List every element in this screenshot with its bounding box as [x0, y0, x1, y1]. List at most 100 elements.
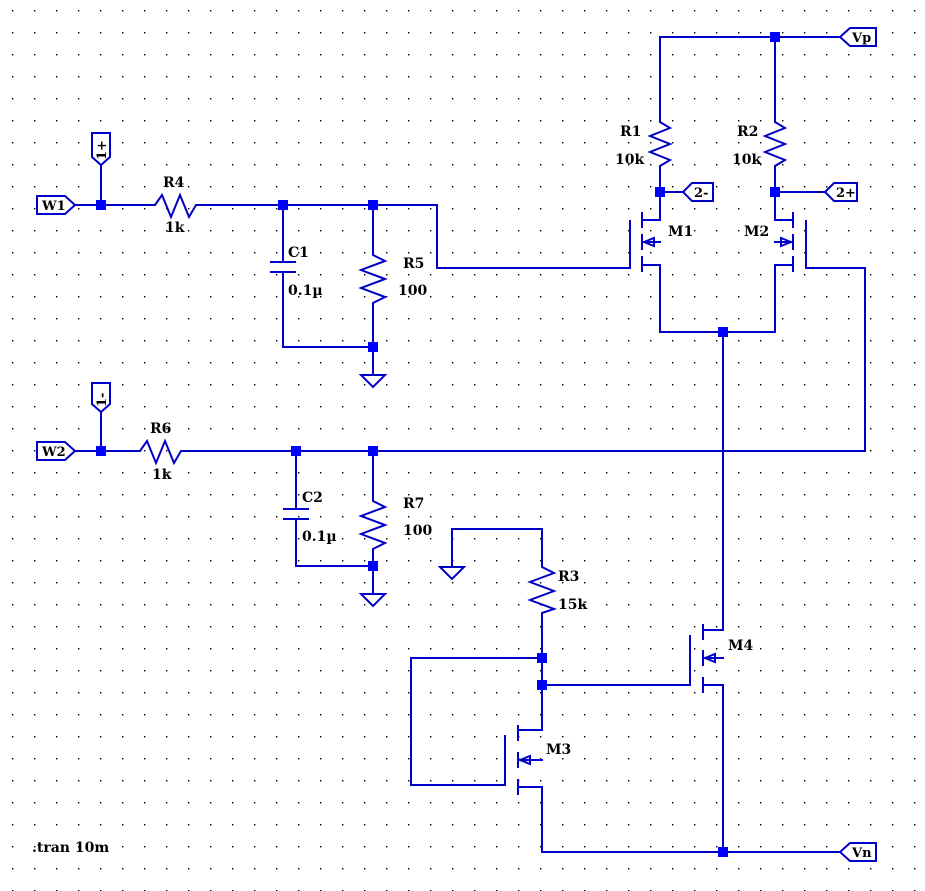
junction-r5-gnd [368, 342, 378, 352]
grid-dot [342, 582, 344, 584]
grid-dot [276, 32, 278, 34]
grid-dot [760, 296, 762, 298]
wire-r6-node[interactable] [184, 267, 866, 452]
grid-dot [848, 868, 850, 870]
grid-dot [12, 428, 14, 430]
grid-dot [34, 582, 36, 584]
grid-dot [342, 472, 344, 474]
spice-directive[interactable]: .tran 10m [32, 840, 109, 856]
grid-dot [848, 252, 850, 254]
resistor-r1[interactable] [647, 110, 673, 172]
net-flag-1minus[interactable]: 1- [91, 382, 111, 414]
net-flag-2plus[interactable]: 2+ [823, 182, 858, 202]
grid-dot [914, 494, 916, 496]
grid-dot [232, 230, 234, 232]
grid-dot [650, 846, 652, 848]
grid-dot [474, 10, 476, 12]
grid-dot [298, 274, 300, 276]
grid-dot [386, 98, 388, 100]
grid-dot [298, 142, 300, 144]
grid-dot [408, 252, 410, 254]
grid-dot [320, 32, 322, 34]
net-flag-vn[interactable]: Vn [838, 842, 877, 862]
net-flag-vp[interactable]: Vp [838, 27, 877, 47]
junction-2minus [655, 187, 665, 197]
grid-dot [716, 692, 718, 694]
net-flag-2minus[interactable]: 2- [681, 182, 714, 202]
wire-m1-drain[interactable] [641, 204, 661, 221]
grid-dot [914, 54, 916, 56]
wire-c1-bot[interactable] [282, 271, 374, 348]
grid-dot [364, 538, 366, 540]
wire-m2-drain[interactable] [774, 204, 794, 221]
grid-dot [342, 120, 344, 122]
grid-dot [452, 824, 454, 826]
grid-dot [650, 516, 652, 518]
grid-dot [870, 120, 872, 122]
grid-dot [188, 582, 190, 584]
wire-tail[interactable] [704, 331, 724, 631]
grid-dot [760, 472, 762, 474]
grid-dot [738, 560, 740, 562]
grid-dot [12, 494, 14, 496]
wire-m4-source[interactable] [704, 684, 724, 853]
grid-dot [892, 98, 894, 100]
resistor-r7[interactable] [358, 489, 388, 551]
grid-dot [386, 208, 388, 210]
grid-dot [474, 98, 476, 100]
mosfet-m2[interactable] [780, 212, 807, 272]
mosfet-m4[interactable] [689, 624, 716, 693]
grid-dot [870, 318, 872, 320]
grid-dot [452, 516, 454, 518]
resistor-r2[interactable] [762, 110, 788, 172]
resistor-r3[interactable] [527, 555, 557, 615]
grid-dot [694, 164, 696, 166]
grid-dot [518, 692, 520, 694]
mosfet-m3[interactable] [504, 725, 531, 795]
grid-dot [254, 604, 256, 606]
grid-dot [914, 560, 916, 562]
capacitor-c1[interactable] [270, 261, 296, 273]
wire-mirror-node[interactable] [519, 657, 543, 731]
wire-m2-source[interactable] [722, 264, 794, 333]
resistor-r4[interactable] [145, 192, 200, 220]
grid-dot [166, 98, 168, 100]
grid-dot [738, 230, 740, 232]
grid-dot [628, 274, 630, 276]
grid-dot [496, 362, 498, 364]
wire-m1-source[interactable] [641, 264, 724, 333]
grid-dot [298, 10, 300, 12]
net-flag-w2[interactable]: W2 [36, 441, 77, 461]
resistor-r6[interactable] [130, 438, 185, 466]
grid-dot [540, 32, 542, 34]
net-flag-1plus[interactable]: 1+ [91, 132, 111, 167]
grid-dot [364, 736, 366, 738]
grid-dot [430, 406, 432, 408]
grid-dot [12, 868, 14, 870]
grid-dot [804, 780, 806, 782]
wire-m3-loop[interactable] [410, 657, 543, 786]
wire-r4-node[interactable] [199, 204, 631, 269]
grid-dot [738, 32, 740, 34]
wire-m3-source[interactable] [519, 786, 724, 853]
wire-r3-gnd[interactable] [451, 528, 543, 566]
mosfet-m1[interactable] [620, 212, 655, 272]
grid-dot [34, 802, 36, 804]
capacitor-c2[interactable] [283, 508, 309, 520]
wire-c2-bot[interactable] [295, 518, 374, 567]
grid-dot [606, 802, 608, 804]
grid-dot [188, 340, 190, 342]
resistor-r5[interactable] [358, 243, 388, 305]
grid-dot [672, 230, 674, 232]
net-flag-w1[interactable]: W1 [36, 195, 77, 215]
grid-dot [518, 32, 520, 34]
grid-dot [892, 626, 894, 628]
grid-dot [606, 208, 608, 210]
grid-dot [474, 120, 476, 122]
grid-dot [496, 428, 498, 430]
grid-dot [342, 516, 344, 518]
grid-dot [408, 98, 410, 100]
grid-dot [738, 274, 740, 276]
